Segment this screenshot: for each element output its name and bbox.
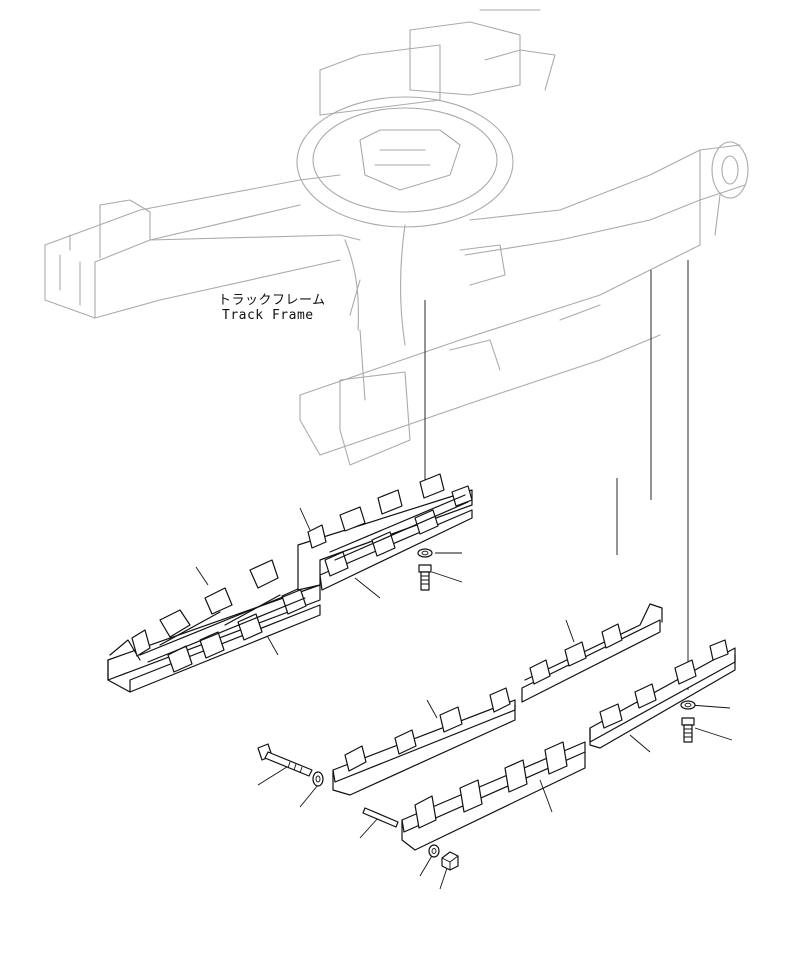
long-bolt: [257, 743, 313, 777]
bolt: [418, 564, 432, 591]
guard-teeth: [414, 741, 568, 829]
washer-right: [680, 700, 696, 710]
guard-teeth: [344, 687, 511, 772]
track-guard-lower-right: [589, 639, 736, 749]
track-frame-label-jp: トラックフレーム: [218, 293, 326, 308]
nut: [441, 851, 459, 871]
guard-teeth: [529, 623, 623, 685]
track-guard-lower-rear-piece: [521, 603, 663, 703]
pin: [362, 807, 399, 828]
washer: [417, 548, 433, 558]
track-guard-upper-rear: [107, 559, 321, 693]
track-guard-lower-front: [401, 741, 586, 851]
leader-lines: [195, 260, 733, 890]
bolt-right: [681, 717, 695, 743]
track-frame-label-en: Track Frame: [222, 308, 314, 323]
track-guard-lower-mid: [332, 687, 516, 796]
track-frame-outline: [44, 9, 749, 466]
nut-washer: [428, 844, 440, 858]
guard-teeth: [599, 639, 729, 729]
guard-teeth: [307, 473, 473, 577]
long-bolt-washer: [312, 771, 324, 787]
track-guard-upper-front: [297, 473, 473, 591]
